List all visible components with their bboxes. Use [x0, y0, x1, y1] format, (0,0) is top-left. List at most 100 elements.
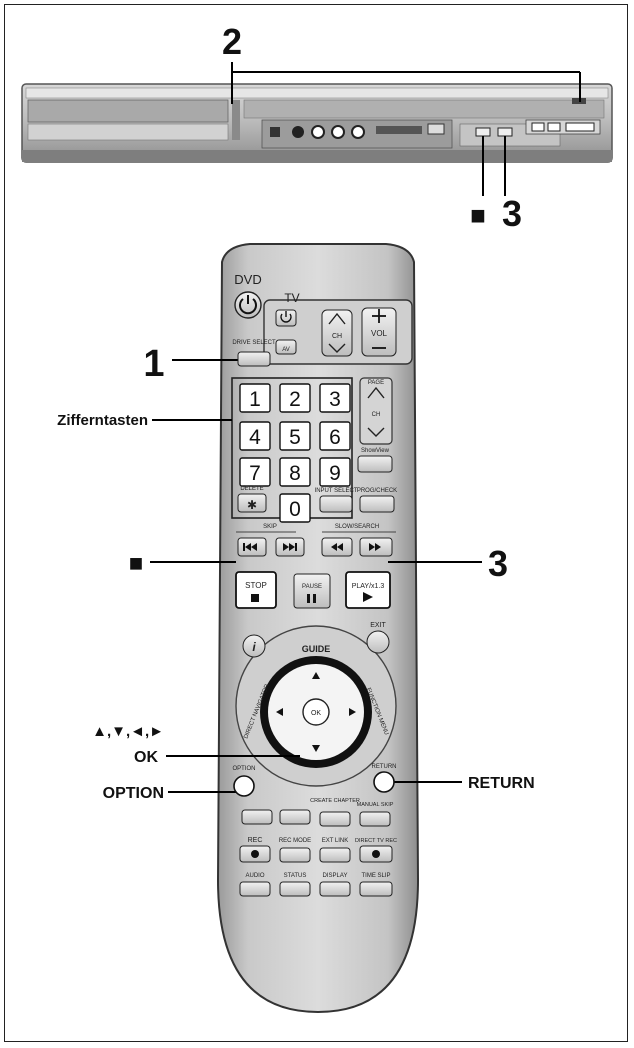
digit-key-5[interactable]: 5: [279, 421, 311, 451]
digit-key-4[interactable]: 4: [239, 421, 271, 451]
digit-key-label: 3: [329, 388, 341, 411]
digit-key-label: 4: [249, 426, 261, 449]
audio-label: AUDIO: [245, 873, 264, 879]
input-select-button[interactable]: [319, 495, 353, 513]
drive-select-button[interactable]: [237, 351, 271, 367]
return-button[interactable]: [373, 771, 395, 793]
rec-mode-label: REC MODE: [279, 838, 311, 844]
prog-check-button[interactable]: [359, 495, 395, 513]
slow-search-back-button[interactable]: [321, 537, 353, 557]
vol-label: VOL: [371, 329, 388, 338]
input-select-label: INPUT SELECT: [315, 488, 358, 494]
digit-key-label: 5: [289, 426, 301, 449]
rec-mode-button[interactable]: [279, 847, 311, 863]
show-view-label: ShowView: [361, 448, 390, 454]
play-label: PLAY/x1.3: [352, 583, 385, 590]
info-button[interactable]: [242, 634, 266, 658]
callout-labels: 2 ■ 3 1 Zifferntasten ■ 3 ▲,▼,◄,► OK OPT…: [57, 21, 535, 802]
stop-label: STOP: [245, 581, 267, 590]
display-label: DISPLAY: [323, 873, 348, 879]
ch-up-down-button[interactable]: [321, 309, 353, 357]
time-slip-label: TIME SLIP: [361, 873, 390, 879]
delete-label: DELETE: [240, 486, 263, 492]
tv-power-button[interactable]: [275, 309, 297, 327]
callout-option: OPTION: [103, 785, 164, 802]
callout-stop-symbol-top: ■: [470, 200, 486, 230]
bottom-row-buttons[interactable]: [239, 881, 393, 897]
skip-back-button[interactable]: [237, 537, 267, 557]
return-key-label: RETURN: [372, 764, 397, 770]
digit-key-label: 9: [329, 462, 341, 485]
callout-device-lines: [482, 136, 506, 196]
slow-search-forward-button[interactable]: [359, 537, 393, 557]
dvd-recorder-front: [21, 83, 613, 163]
pause-label: PAUSE: [302, 584, 322, 590]
guide-label: GUIDE: [302, 644, 331, 654]
ch-label: CH: [332, 333, 342, 340]
digit-key-label: 7: [249, 462, 261, 485]
color-buttons[interactable]: [241, 809, 391, 827]
callout-zifferntasten: Zifferntasten: [57, 412, 148, 429]
tv-av-button[interactable]: [275, 339, 297, 355]
callout-arrows: ▲,▼,◄,►: [92, 723, 164, 740]
rec-label: REC: [248, 837, 263, 844]
exit-label: EXIT: [370, 622, 386, 629]
tv-label: TV: [284, 291, 299, 305]
prog-check-label: PROG/CHECK: [357, 488, 397, 494]
digit-key-8[interactable]: 8: [279, 457, 311, 487]
diagram-frame: [4, 4, 628, 1042]
digit-key-6[interactable]: 6: [319, 421, 351, 451]
info-icon: i: [252, 640, 256, 654]
callout-return: RETURN: [468, 775, 535, 792]
digit-key-9[interactable]: 9: [319, 457, 351, 487]
page-button[interactable]: [367, 386, 385, 437]
skip-forward-button[interactable]: [275, 537, 305, 557]
direct-tv-rec-button[interactable]: [359, 845, 393, 863]
power-button[interactable]: [234, 291, 262, 319]
digit-key-3[interactable]: 3: [319, 383, 351, 413]
delete-button[interactable]: [237, 493, 267, 513]
numeric-keypad[interactable]: 1 2 3 4 5 6 7 8 9 0: [239, 383, 351, 523]
status-label: STATUS: [284, 873, 307, 879]
slow-search-label: SLOW/SEARCH: [335, 524, 379, 530]
digit-key-label: 0: [289, 498, 301, 521]
star-label: ✱: [247, 498, 257, 512]
show-view-button[interactable]: [357, 455, 393, 473]
callout-1: 1: [143, 343, 164, 385]
ext-link-label: EXT LINK: [322, 838, 349, 844]
digit-key-7[interactable]: 7: [239, 457, 271, 487]
skip-label: SKIP: [263, 524, 277, 530]
stop-button[interactable]: [235, 571, 277, 609]
digit-key-label: 2: [289, 388, 301, 411]
rec-button[interactable]: [239, 845, 271, 863]
callout-3-top: 3: [502, 193, 522, 234]
option-key-label: OPTION: [232, 766, 255, 772]
option-button[interactable]: [233, 775, 255, 797]
dvd-label: DVD: [234, 272, 261, 287]
av-label: AV: [282, 347, 290, 353]
callout-3-right: 3: [488, 543, 508, 584]
exit-button[interactable]: [366, 630, 390, 654]
play-button[interactable]: [345, 571, 391, 609]
page-label: PAGE: [368, 380, 384, 386]
pause-button[interactable]: [293, 573, 331, 609]
ext-link-button[interactable]: [319, 847, 351, 863]
callout-2: 2: [222, 21, 242, 62]
drive-select-label: DRIVE SELECT: [232, 340, 276, 346]
manual-skip-label: MANUAL SKIP: [357, 802, 394, 808]
digit-key-label: 1: [249, 388, 261, 411]
digit-key-1[interactable]: 1: [239, 383, 271, 413]
digit-key-2[interactable]: 2: [279, 383, 311, 413]
callout-stop-symbol-left: ■: [129, 550, 144, 577]
digit-key-label: 8: [289, 462, 301, 485]
direct-tv-rec-label: DIRECT TV REC: [355, 838, 397, 844]
ok-key-label: OK: [311, 710, 321, 717]
digit-key-label: 6: [329, 426, 341, 449]
digit-key-0[interactable]: 0: [279, 493, 311, 523]
callout-ok: OK: [134, 749, 158, 766]
page-ch-label: CH: [372, 412, 381, 418]
callout-2-bracket: [231, 62, 581, 104]
nav-arrows[interactable]: [276, 672, 356, 752]
vol-button[interactable]: [361, 307, 397, 357]
